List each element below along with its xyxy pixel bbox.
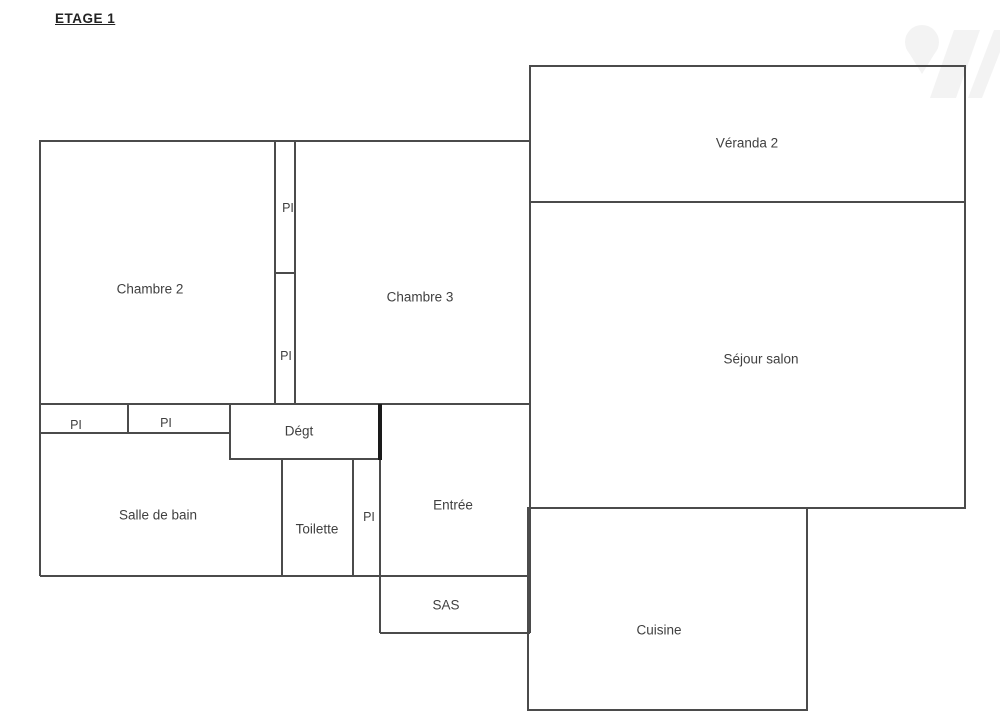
- room-label-pi-closet-top: PI: [282, 201, 294, 215]
- room-label-pi-closet-mid: PI: [280, 349, 292, 363]
- room-label-chambre-2: Chambre 2: [116, 281, 184, 297]
- wall-veranda-sejour-outline: [529, 65, 966, 509]
- room-label-cuisine: Cuisine: [636, 622, 682, 638]
- wall-cuisine-outline: [527, 507, 808, 711]
- room-label-salle-de-bain: Salle de bain: [118, 507, 198, 523]
- room-label-chambre-3: Chambre 3: [386, 289, 454, 305]
- room-label-veranda-2: Véranda 2: [715, 135, 779, 151]
- room-label-sejour-salon: Séjour salon: [723, 351, 799, 367]
- room-label-entree: Entrée: [433, 497, 473, 513]
- room-label-degt: Dégt: [284, 423, 314, 439]
- room-label-toilette: Toilette: [295, 521, 339, 537]
- room-label-pi-small: PI: [363, 510, 375, 524]
- page-title: ETAGE 1: [55, 11, 116, 26]
- room-label-sas: SAS: [432, 597, 460, 613]
- room-label-pi-strip-1: PI: [70, 418, 82, 432]
- room-label-pi-strip-2: PI: [160, 416, 172, 430]
